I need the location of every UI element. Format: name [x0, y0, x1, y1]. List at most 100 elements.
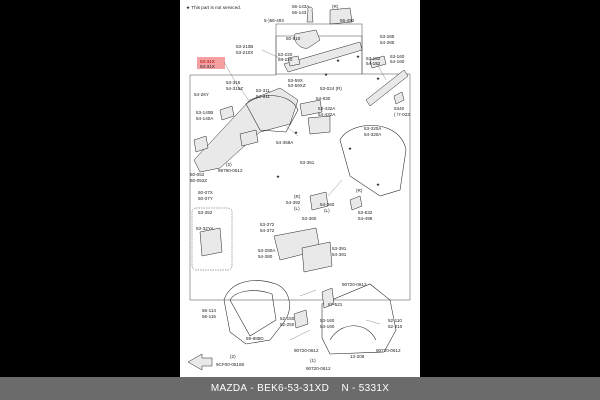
label-54-392: 54-392 [286, 200, 301, 205]
wheel-house-panel [339, 125, 407, 197]
label-53-285: 53-285 [380, 34, 395, 39]
parts-diagram: ★ This part is not serviced. [180, 0, 420, 377]
label-54-160: 54-160 [390, 59, 405, 64]
label-69-885d: 69-885D [246, 336, 264, 341]
label-53-59xz: 53-59XZ [288, 83, 306, 88]
label-67-521: 67-521 [328, 302, 343, 307]
parts-diagram-svg: ★ This part is not serviced. [186, 4, 410, 371]
label-50-07y: 50-07Y [198, 196, 213, 201]
label-53-31x: 53-31X [200, 59, 215, 64]
label-90720-0612-a: 90720-0612 [342, 282, 367, 287]
gusset [239, 129, 259, 147]
label-52-150: 52-150 [280, 316, 295, 321]
label-56-493: 5-)56-493 [264, 18, 284, 23]
label-53-352: 53-352 [198, 210, 213, 215]
star-icon: ★ [356, 54, 361, 59]
label-54-380: 54-380 [258, 254, 273, 259]
label-56-143a: 56-143A [292, 4, 310, 9]
label-53-280a: 53-280A [258, 248, 276, 253]
mount-part [294, 29, 321, 49]
notice-text: ★ This part is not serviced. [186, 5, 241, 10]
liner-inner [229, 290, 277, 337]
star-icon: ★ [348, 146, 353, 151]
star-icon: ★ [376, 76, 381, 81]
label-53-140b: 53-140B [196, 110, 213, 115]
label-53-632: 53-632 [358, 210, 373, 215]
label-53-320a: 53-320A [364, 126, 382, 131]
right-bracket [369, 55, 387, 69]
label-52-110: 52-110 [388, 318, 402, 323]
detail-box [191, 207, 233, 271]
label-1: (1) [310, 358, 316, 363]
bracket-b [193, 135, 209, 153]
label-53-152: 53-152 [366, 56, 381, 61]
bolt-part [306, 6, 314, 23]
label-54-152: 54-152 [366, 61, 381, 66]
label-54-358a: 54-358A [276, 140, 294, 145]
fender-liner [223, 280, 290, 345]
label-53-391: 53-391 [332, 246, 347, 251]
label-71-023: ( /7-023 [394, 112, 410, 117]
caption-part-number: BEK6-53-31XD [257, 383, 330, 394]
caption-sep-1: - [247, 383, 258, 394]
label-5340: 5340 [394, 106, 405, 111]
caption-brand: MAZDA [210, 383, 248, 394]
label-53-311: 53-311 [256, 88, 270, 93]
mid-plate [307, 115, 331, 135]
label-53-351: 53-351 [300, 160, 315, 165]
label-54-220: 54-220 [278, 57, 293, 62]
caption-sep-2 [329, 383, 341, 394]
label-52-250: 52-250 [280, 322, 295, 327]
front-arrow-icon [187, 353, 213, 371]
label-53-160: 53-160 [390, 54, 405, 59]
label-56-143: 56-143 [292, 10, 307, 15]
label-54-26y: 54-26Y [194, 92, 209, 97]
label-13-208: 13-208 [350, 354, 365, 359]
detail-part [199, 227, 223, 257]
mid-bracket [299, 99, 323, 117]
left-letterbox [0, 0, 180, 400]
bracket-c [309, 191, 329, 211]
label-56-492: 56-492 [340, 18, 355, 23]
label-r2: (R) [294, 194, 301, 199]
bracket-a [219, 105, 235, 121]
label-53-160-b: 53-160 [320, 318, 335, 323]
star-icon: ★ [376, 182, 381, 187]
label-53-210x: 53-210X [236, 50, 253, 55]
label-54-315z: 54-315Z [226, 86, 243, 91]
label-54-320a: 54-320A [364, 132, 382, 137]
star-icon: ★ [324, 72, 329, 77]
bracket-part [329, 7, 353, 25]
caption-code: N - 5331X [341, 383, 390, 394]
label-54-160-b: 54-160 [320, 324, 335, 329]
bracket-small [287, 55, 301, 67]
label-l2: (L) [324, 208, 330, 213]
label-54-285: 54-285 [380, 40, 395, 45]
label-53-024: 53-024 (R) [320, 86, 342, 91]
front-fender [321, 283, 397, 355]
label-56-115: 56-115 [202, 314, 216, 319]
highlight-marker [197, 57, 225, 69]
label-52-210: 52-210 [388, 324, 403, 329]
label-54-31x: 54-31X [200, 64, 215, 69]
label-2: (2) [226, 162, 232, 167]
label-50-052: 50-052 [190, 172, 205, 177]
label-53-360: 53-360 [302, 216, 317, 221]
label-53-220: 53-220 [278, 52, 293, 57]
label-53-372: 53-372 [260, 222, 275, 227]
label-l1: (L) [294, 206, 300, 211]
fender-brace [293, 309, 309, 329]
label-50-052z: 50-052Z [190, 178, 207, 183]
label-2-b: (2) [230, 354, 236, 359]
label-53-32ya: 53-32YA [196, 226, 214, 231]
label-53-59x: 53-59X [288, 78, 303, 83]
label-54-311: 54-311 [256, 94, 270, 99]
upper-rail [283, 41, 363, 73]
label-53-210b: 53-210B [236, 44, 253, 49]
label-54-140a: 54-140A [196, 116, 214, 121]
lower-bracket-2 [301, 241, 333, 273]
label-54-372: 54-372 [260, 228, 275, 233]
label-53-432a: 53-432A [318, 106, 336, 111]
label-r3: (R) [356, 188, 363, 193]
label-54-630: 54-630 [316, 96, 331, 101]
